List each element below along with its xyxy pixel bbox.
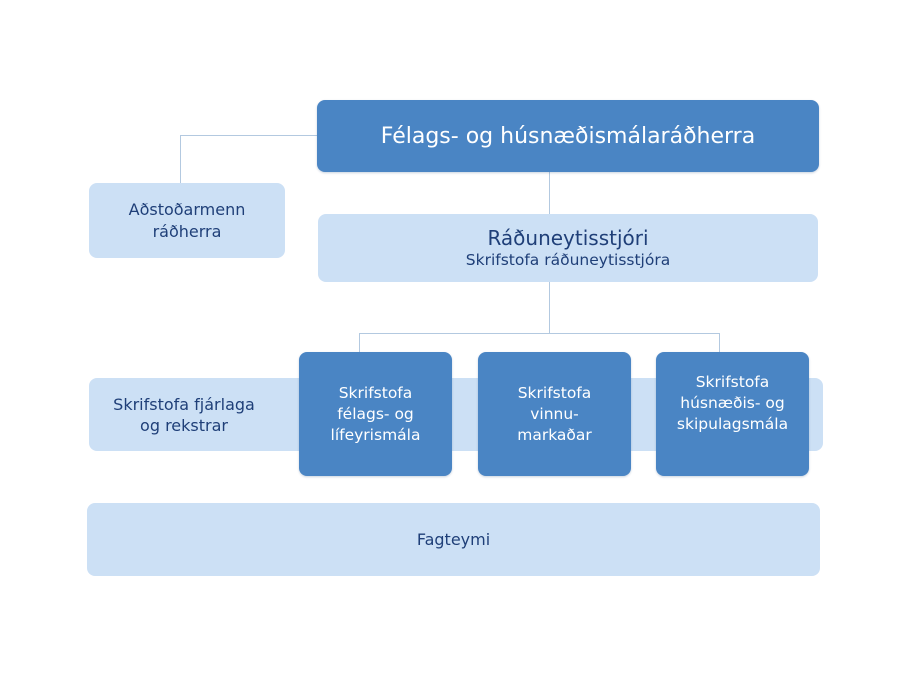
assistants-label-line-1: Aðstoðarmenn [128, 199, 246, 219]
budget-office-label-line-1: Skrifstofa fjárlaga [113, 394, 255, 414]
office-social-pensions-line-2: félags- og [337, 404, 414, 423]
office-housing-planning: Skrifstofa húsnæðis- og skipulagsmála [656, 352, 809, 476]
assistants-box: Aðstoðarmenn ráðherra [89, 183, 285, 258]
office-housing-planning-line-1: Skrifstofa [695, 373, 770, 391]
minister-box: Félags- og húsnæðismálaráðherra [317, 100, 819, 172]
connector-offices-horizontal [359, 333, 720, 334]
connector-minister-to-assistants-vertical [180, 135, 181, 183]
office-housing-planning-line-2: húsnæðis- og [680, 394, 785, 412]
permanent-secretary-title: Ráðuneytisstjóri [487, 226, 649, 250]
connector-office-1-drop [359, 333, 360, 352]
office-labour-market-line-2: vinnu- [530, 404, 579, 423]
office-social-pensions-line-3: lífeyrismála [330, 425, 421, 444]
office-housing-planning-line-3: skipulagsmála [676, 415, 789, 433]
assistants-label-line-2: ráðherra [152, 221, 222, 241]
permanent-secretary-box: Ráðuneytisstjóri Skrifstofa ráðuneytisst… [318, 214, 818, 282]
office-social-pensions-line-1: Skrifstofa [338, 383, 413, 402]
office-labour-market-line-1: Skrifstofa [517, 383, 592, 402]
expert-teams-box: Fagteymi [87, 503, 820, 576]
budget-office-label: Skrifstofa fjárlaga og rekstrar [89, 394, 279, 436]
office-labour-market-line-3: markaðar [517, 425, 592, 444]
office-social-pensions: Skrifstofa félags- og lífeyrismála [299, 352, 452, 476]
permanent-secretary-office: Skrifstofa ráðuneytisstjóra [465, 251, 671, 269]
office-labour-market: Skrifstofa vinnu- markaðar [478, 352, 631, 476]
connector-office-3-drop [719, 333, 720, 352]
connector-minister-to-secretary [549, 172, 550, 214]
connector-secretary-to-offices-vertical [549, 282, 550, 334]
connector-minister-to-assistants-horizontal [180, 135, 318, 136]
expert-teams-label: Fagteymi [416, 530, 491, 549]
budget-office-label-line-2: og rekstrar [140, 415, 228, 435]
minister-title: Félags- og húsnæðismálaráðherra [380, 123, 756, 149]
